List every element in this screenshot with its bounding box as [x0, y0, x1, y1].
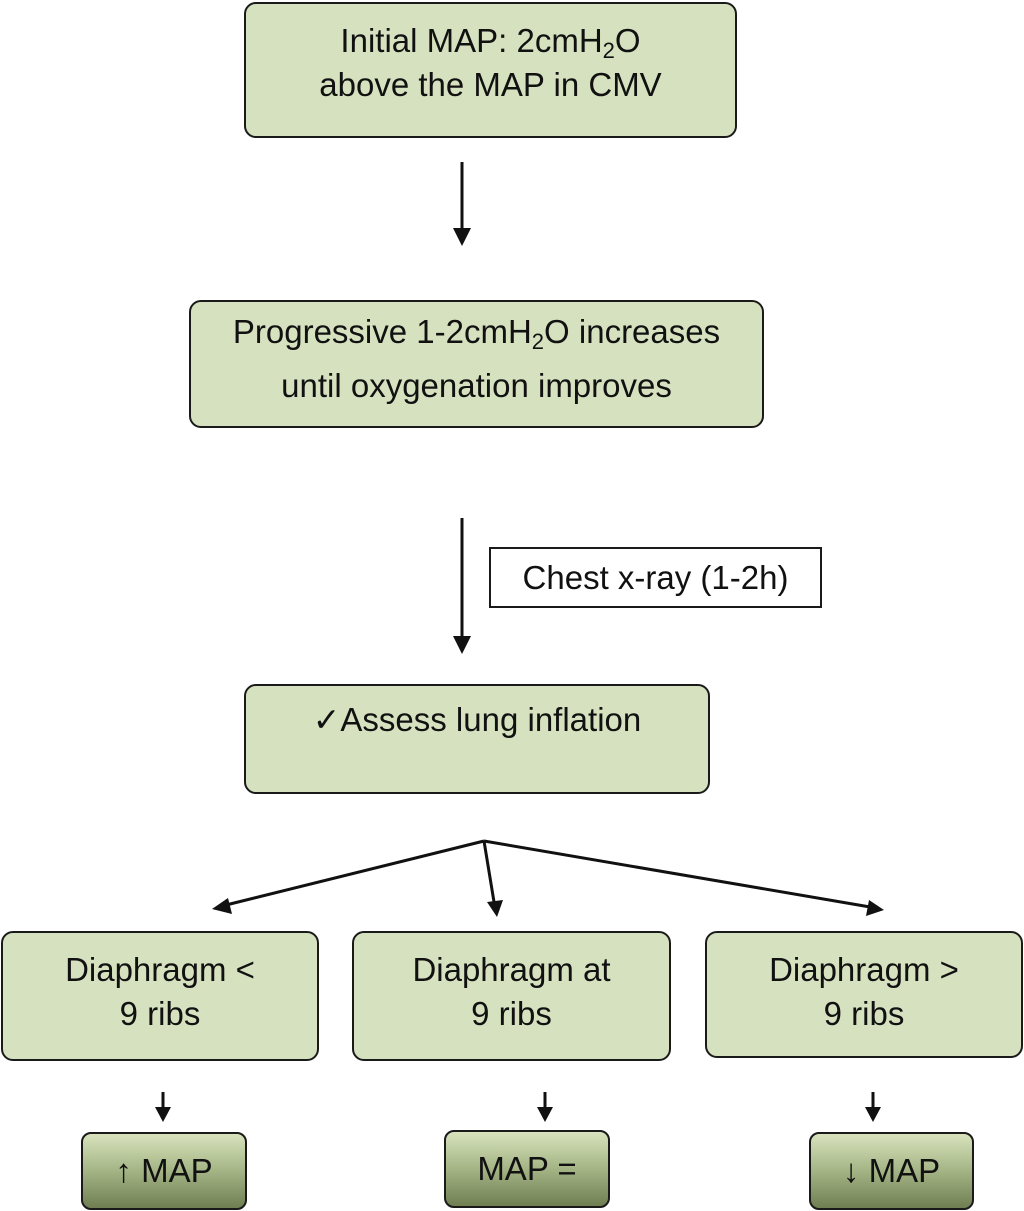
- arrowhead-middle: [487, 900, 503, 917]
- arrowhead-left: [212, 898, 232, 914]
- diaphragm-less-line2: 9 ribs: [119, 995, 201, 1032]
- initial-map-text: Initial MAP: 2cmH: [340, 22, 603, 59]
- arrowhead-right: [866, 900, 884, 916]
- branch-left: [221, 839, 485, 908]
- diaphragm-at-box: Diaphragm at 9 ribs: [352, 931, 671, 1061]
- assess-label: ✓Assess lung inflation: [312, 701, 642, 738]
- assess-lung-inflation-box: ✓Assess lung inflation: [244, 684, 710, 794]
- diaphragm-at-line1: Diaphragm at: [412, 951, 611, 988]
- progressive-text: Progressive 1-2cmH: [232, 313, 532, 350]
- progressive-subscript: 2: [531, 329, 545, 354]
- initial-map-line1: Initial MAP: 2cmH2O: [246, 19, 735, 63]
- increase-map-result: ↑ MAP: [81, 1132, 247, 1210]
- progressive-line1: Progressive 1-2cmH2O increases: [191, 310, 762, 354]
- chest-xray-label: Chest x-ray (1-2h): [489, 547, 822, 608]
- initial-map-text-end: O: [614, 22, 641, 59]
- branch-right: [483, 839, 877, 910]
- arrowhead-equal: [537, 1107, 553, 1122]
- arrowhead-decrease: [865, 1107, 881, 1122]
- arrowhead-progressive: [453, 228, 471, 246]
- progressive-increase-box: Progressive 1-2cmH2O increases until oxy…: [189, 300, 764, 428]
- progressive-line2: until oxygenation improves: [281, 367, 672, 404]
- initial-map-line2: above the MAP in CMV: [319, 66, 662, 103]
- diaphragm-less-line1: Diaphragm <: [65, 951, 255, 988]
- arrowhead-assess: [453, 636, 471, 654]
- diaphragm-more-line1: Diaphragm >: [769, 951, 959, 988]
- decrease-map-result: ↓ MAP: [809, 1132, 974, 1210]
- initial-map-subscript: 2: [602, 38, 615, 63]
- diaphragm-more-line2: 9 ribs: [823, 995, 905, 1032]
- diaphragm-at-line2: 9 ribs: [471, 995, 552, 1032]
- diaphragm-less-box: Diaphragm < 9 ribs: [1, 931, 319, 1061]
- arrowhead-increase: [155, 1107, 171, 1122]
- branch-middle: [482, 840, 497, 909]
- diaphragm-more-box: Diaphragm > 9 ribs: [705, 931, 1023, 1058]
- initial-map-box: Initial MAP: 2cmH2O above the MAP in CMV: [244, 2, 737, 138]
- progressive-text-end: O increases: [544, 313, 721, 350]
- maintain-map-result: MAP =: [444, 1130, 610, 1208]
